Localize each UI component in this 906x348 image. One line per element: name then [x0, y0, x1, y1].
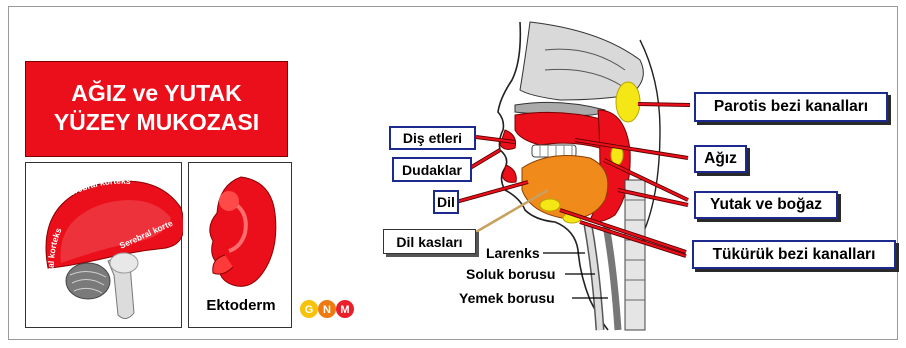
- embryo-panel: Ektoderm: [188, 162, 292, 328]
- label-soluk-borusu: Soluk borusu: [466, 266, 555, 282]
- brain-panel: Serebral korteks Serebral korteks Serebr…: [25, 162, 182, 328]
- label-agiz: Ağız: [694, 145, 747, 173]
- label-agiz-text: Ağız: [704, 150, 737, 168]
- label-parotis-text: Parotis bezi kanalları: [714, 98, 868, 116]
- label-yutak-text: Yutak ve boğaz: [710, 196, 822, 214]
- label-dil: Dil: [433, 190, 459, 214]
- title-line-2: YÜZEY MUKOZASI: [26, 108, 287, 137]
- title-line-1: AĞIZ ve YUTAK: [26, 79, 287, 108]
- gnm-logo: G N M: [298, 299, 358, 319]
- label-parotis: Parotis bezi kanalları: [694, 92, 888, 122]
- label-tukuruk-text: Tükürük bezi kanalları: [713, 246, 876, 264]
- label-dil-kaslari-text: Dil kasları: [396, 234, 462, 250]
- logo-letter-g: G: [305, 304, 314, 316]
- label-dudaklar: Dudaklar: [392, 157, 472, 182]
- logo-letter-n: N: [323, 304, 331, 316]
- embryo-caption: Ektoderm: [189, 297, 293, 314]
- label-dudaklar-text: Dudaklar: [402, 162, 462, 178]
- logo-letter-m: M: [340, 304, 349, 316]
- label-dil-kaslari: Dil kasları: [383, 229, 476, 254]
- label-dis-etleri: Diş etleri: [389, 126, 476, 150]
- label-yutak: Yutak ve boğaz: [694, 191, 838, 219]
- label-dil-text: Dil: [437, 194, 455, 210]
- label-dis-etleri-text: Diş etleri: [403, 130, 462, 146]
- label-yemek-borusu: Yemek borusu: [459, 290, 555, 306]
- label-larenks: Larenks: [486, 245, 540, 261]
- brain-illustration: Serebral korteks Serebral korteks Serebr…: [26, 163, 183, 329]
- label-tukuruk: Tükürük bezi kanalları: [692, 240, 896, 269]
- title-banner: AĞIZ ve YUTAK YÜZEY MUKOZASI: [25, 61, 288, 157]
